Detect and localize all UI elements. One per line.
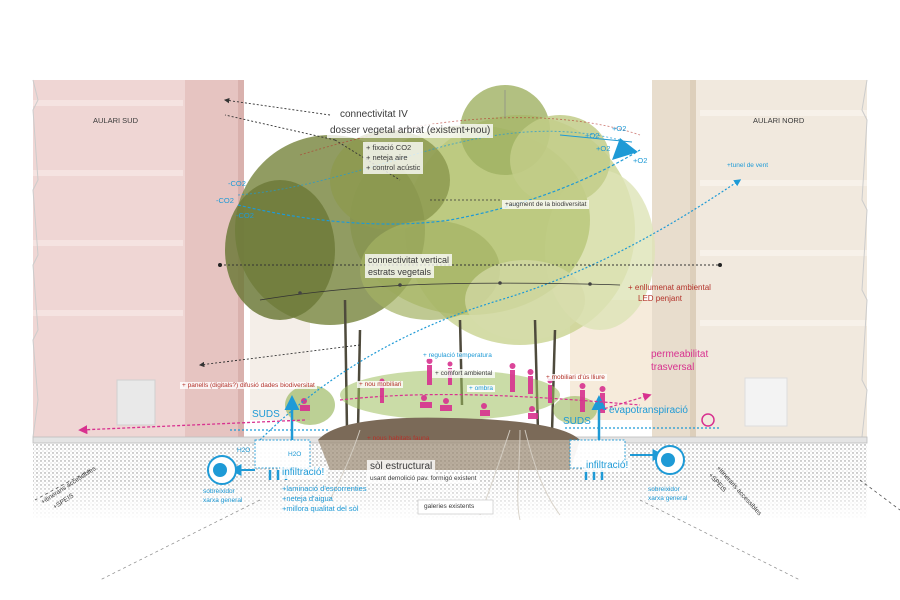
evapotranspiration-label: evapotranspiració <box>609 405 688 416</box>
overflow-left-2: xarxa general <box>203 497 243 504</box>
o2-label: +O2 <box>633 156 648 165</box>
water-benefit: +laminació d'escorrenties <box>282 484 367 493</box>
temperature-label: + regulació temperatura <box>421 352 494 360</box>
panels-label: + panells (digitals?) difusió dades biod… <box>180 382 317 390</box>
h2o-label: H2O <box>237 447 251 454</box>
water-benefit: +neteja d'aigua <box>282 494 333 504</box>
oxygen-arrow-icon <box>612 138 638 160</box>
infiltration-right-label: infiltració! <box>584 460 631 472</box>
permeability-label-1: permeabilitat <box>651 349 709 360</box>
soil-title: sòl estructural <box>367 460 436 474</box>
overflow-right-1: sobreixidor <box>648 486 680 493</box>
shade-label: + ombra <box>467 385 496 393</box>
furniture-label: + nou mobiliari <box>357 381 404 389</box>
suds-right-label: SUDS <box>563 416 591 427</box>
lighting-label-2: LED penjant <box>638 294 683 303</box>
water-benefits: +laminació d'escorrenties +neteja d'aigu… <box>282 484 367 514</box>
canopy-title-2: dosser vegetal arbrat (existent+nou) <box>327 124 494 138</box>
canopy-benefit: + neteja aire <box>366 153 408 163</box>
free-use-label: + mobiliari d'ús lliure <box>544 374 607 382</box>
building-left-label: AULARI SUD <box>93 116 139 125</box>
co2-label: -CO2 <box>216 196 234 205</box>
h2o-label: H2O <box>288 451 302 458</box>
water-benefit: +millora qualitat del sòl <box>282 504 359 514</box>
co2-label: -CO2 <box>228 179 246 188</box>
lighting-label-1: + enllumenat ambiental <box>628 283 711 292</box>
canopy-benefit: + control acústic <box>366 163 421 173</box>
vertical-connectivity-1: connectivitat vertical <box>365 254 453 267</box>
suds-left-label: SUDS <box>252 409 280 420</box>
overflow-right-2: xarxa general <box>648 495 688 502</box>
co2-label: -CO2 <box>236 211 254 220</box>
habitats-label: + nous habitats fauna <box>367 435 430 442</box>
o2-label: +O2 <box>585 131 600 140</box>
wheelchair-icon <box>701 413 715 427</box>
canopy-benefits: + fixació CO2 + neteja aire + control ac… <box>363 142 424 175</box>
canopy-title-1: connectivitat IV <box>337 108 411 122</box>
overflow-left-1: sobreixidor <box>203 488 235 495</box>
wind-tunnel-label: +tunel de vent <box>727 162 769 169</box>
biodiversity-label: +augment de la biodiversitat <box>502 200 590 210</box>
building-right <box>652 80 867 437</box>
vertical-connectivity-2: estrats vegetals <box>365 266 435 279</box>
permeability-label-2: trasversal <box>651 362 695 373</box>
o2-label: +O2 <box>612 124 627 133</box>
building-right-label: AULARI NORD <box>753 116 805 125</box>
canopy-benefit: + fixació CO2 <box>366 143 412 152</box>
o2-label: +O2 <box>596 144 611 153</box>
soil-subtitle: usant demolició pav. formigó existent <box>367 474 480 484</box>
comfort-label: + comfort ambiental <box>432 369 496 379</box>
galleries-label: galeries existents <box>424 503 475 510</box>
infiltration-left-label: infiltració! <box>280 467 327 479</box>
